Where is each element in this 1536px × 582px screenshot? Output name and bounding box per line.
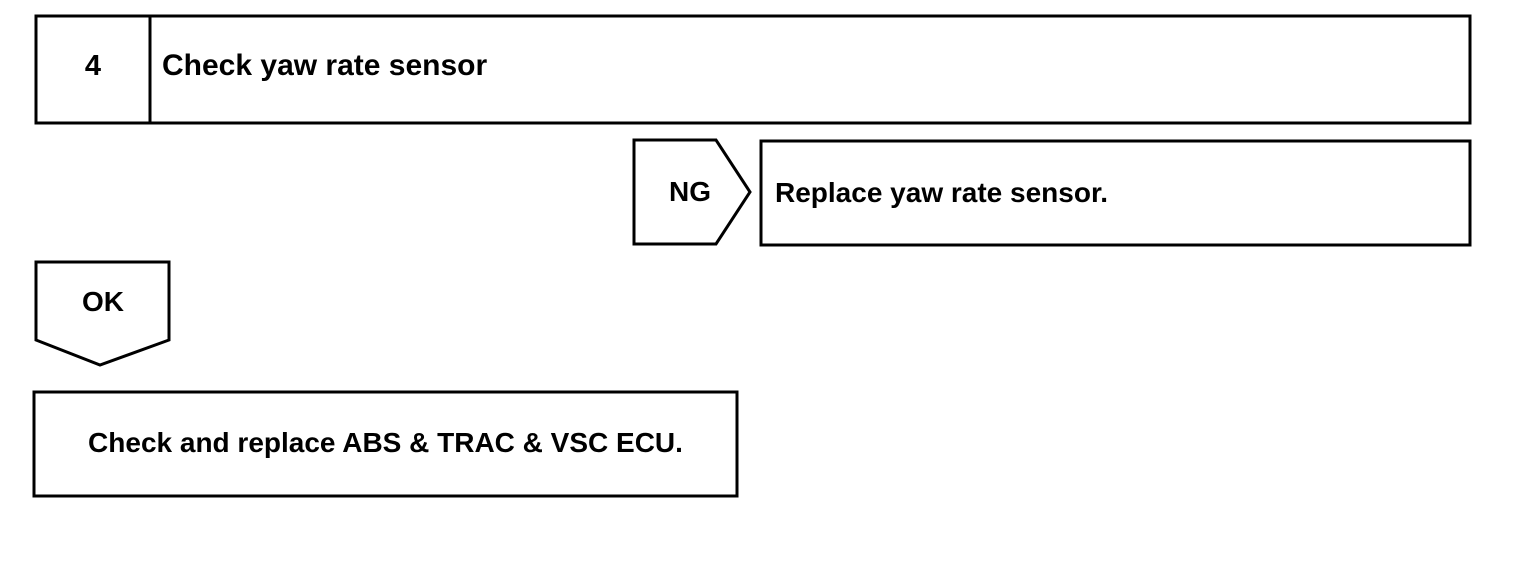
ok-action-text: Check and replace ABS & TRAC & VSC ECU. xyxy=(88,427,683,458)
ng-action-box xyxy=(759,139,1472,247)
ok-label: OK xyxy=(82,286,124,317)
ng-arrow-tag xyxy=(632,138,752,246)
ng-action-text: Replace yaw rate sensor. xyxy=(775,177,1109,208)
step-number: 4 xyxy=(84,50,102,82)
step-title: Check yaw rate sensor xyxy=(162,49,488,82)
ok-arrow-tag xyxy=(34,260,171,367)
ng-label: NG xyxy=(669,176,711,207)
step-header-box xyxy=(34,14,1472,125)
ok-action-box xyxy=(32,390,739,498)
